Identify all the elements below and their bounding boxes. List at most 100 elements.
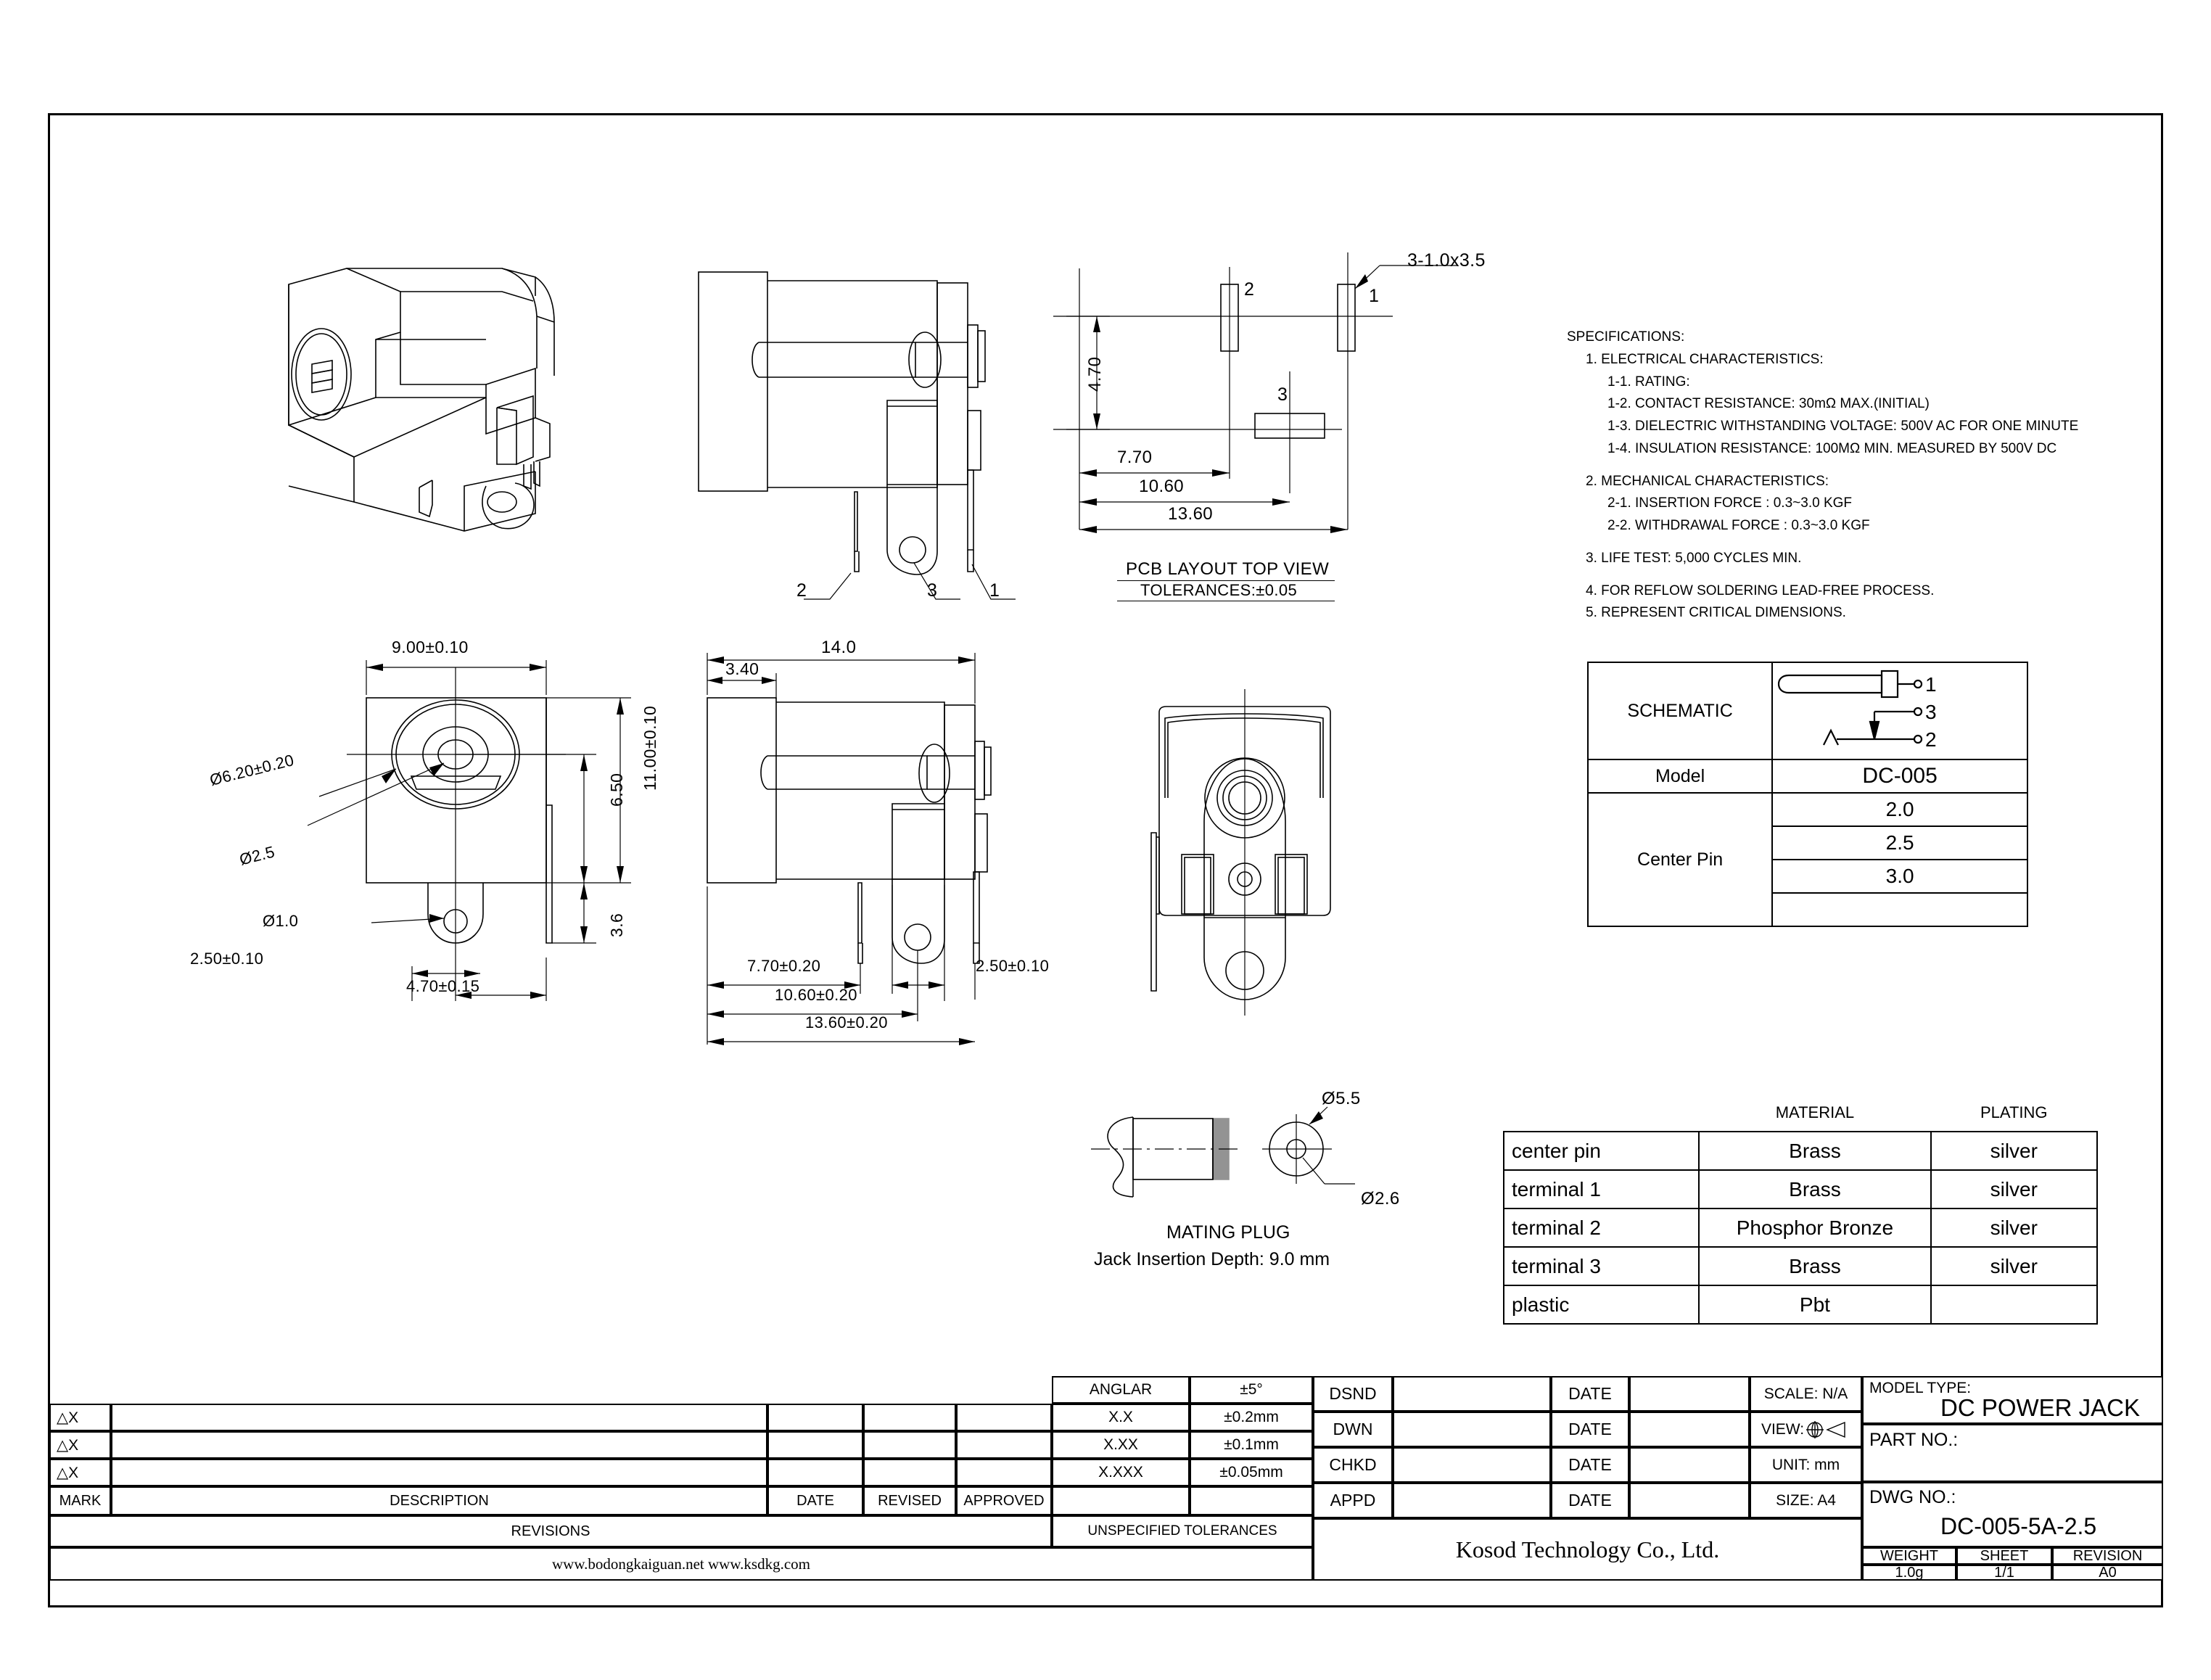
titleblock-datelabel-dwn: DATE [1551, 1412, 1629, 1447]
pcb-pad-3-label: 3 [1277, 384, 1288, 405]
websites-label: www.bodongkaiguan.net www.ksdkg.com [49, 1547, 1313, 1581]
spec-line-5: 2. MECHANICAL CHARACTERISTICS: [1586, 473, 1829, 489]
material-row-2-plating: silver [1930, 1208, 2099, 1248]
front-dim-mid: 6.50 [607, 773, 626, 807]
model-type-label-text: MODEL TYPE: [1869, 1380, 1972, 1396]
titleblock-info-size: SIZE: A4 [1750, 1483, 1862, 1518]
specifications-block: SPECIFICATIONS: 1. ELECTRICAL CHARACTERI… [1567, 326, 2191, 625]
dwg-no-label-text: DWG NO.: [1869, 1487, 1956, 1507]
pcb-pad-1-label: 1 [1369, 286, 1380, 306]
titleblock-name-chkd [1393, 1447, 1551, 1483]
side-dim-flange: 3.40 [725, 659, 759, 678]
front-dim-hole: Ø1.0 [263, 912, 299, 930]
schematic-model-value: DC-005 [1771, 759, 2028, 794]
revision-header-date: DATE [767, 1486, 863, 1515]
revision-row-2-date [767, 1459, 863, 1486]
front-dim-pin-pitch: 4.70±0.15 [406, 977, 480, 995]
center-pin-value-3 [1771, 892, 2028, 927]
revision-header-approved: APPROVED [956, 1486, 1052, 1515]
schematic-table: SCHEMATIC [1586, 662, 2028, 927]
pcb-dim-770: 7.70 [1117, 448, 1153, 467]
material-row-1-plating: silver [1930, 1169, 2099, 1209]
tolerance-row-2-value: ±0.1mm [1190, 1431, 1313, 1459]
pcb-pad-2-label: 2 [1244, 279, 1255, 300]
revision-row-2-description [111, 1459, 767, 1486]
titleblock-datelabel-chkd: DATE [1551, 1447, 1629, 1483]
first-angle-projection-icon [1806, 1420, 1845, 1438]
tolerance-row-0-value: ±5° [1190, 1376, 1313, 1404]
titleblock-datelabel-dsnd: DATE [1551, 1376, 1629, 1412]
material-table: MATERIAL PLATING center pin Brass silver… [1502, 1094, 2099, 1325]
isometric-view [288, 268, 555, 532]
spec-line-1: 1-1. RATING: [1607, 374, 1690, 390]
titleblock-info-unit: UNIT: mm [1750, 1447, 1862, 1483]
spec-line-4: 1-4. INSULATION RESISTANCE: 100MΩ MIN. M… [1607, 440, 2057, 456]
pcb-title-underline-1 [1117, 580, 1335, 581]
side-dim-770: 7.70±0.20 [747, 957, 821, 975]
revision-row-1-date [767, 1431, 863, 1459]
tolerance-row-2-label: X.XX [1052, 1431, 1190, 1459]
dwg-no-label: DWG NO.: [1862, 1482, 2163, 1547]
revision-label: REVISION [2052, 1547, 2163, 1565]
part-no-label-text: PART NO.: [1869, 1430, 1959, 1450]
weight-label: WEIGHT [1862, 1547, 1956, 1565]
schematic-diagram-cell: 1 3 2 [1771, 662, 2028, 760]
material-row-2-part: terminal 2 [1502, 1208, 1700, 1248]
tolerance-row-3-value: ±0.05mm [1190, 1459, 1313, 1486]
pcb-dim-1060: 10.60 [1139, 477, 1185, 496]
revision-row-1-description [111, 1431, 767, 1459]
top-view-terminal-1-label: 1 [989, 580, 1000, 601]
front-dim-pin-off: 2.50±0.10 [190, 950, 264, 968]
titleblock-role-chkd: CHKD [1313, 1447, 1393, 1483]
side-section-view [707, 653, 992, 1045]
revision-row-2-revised [863, 1459, 956, 1486]
side-dim-overall: 14.0 [821, 638, 857, 657]
revision-row-1-revised [863, 1431, 956, 1459]
side-dim-right: 2.50±0.10 [976, 957, 1050, 975]
center-pin-value-2: 3.0 [1771, 859, 2028, 894]
revision-header-mark: MARK [49, 1486, 111, 1515]
front-dim-lower: 3.6 [607, 913, 626, 937]
front-dim-width: 9.00±0.10 [392, 638, 469, 656]
titleblock-datevalue-appd [1629, 1483, 1750, 1518]
titleblock-datevalue-chkd [1629, 1447, 1750, 1483]
tolerance-row-0-label: ANGLAR [1052, 1376, 1190, 1404]
svg-text:2: 2 [1925, 728, 1937, 751]
titleblock-datevalue-dwn [1629, 1412, 1750, 1447]
weight-value: 1.0g [1862, 1565, 1956, 1581]
spec-line-0: 1. ELECTRICAL CHARACTERISTICS: [1586, 351, 1824, 367]
titleblock-name-dsnd [1393, 1376, 1551, 1412]
material-row-4-material: Pbt [1698, 1285, 1932, 1325]
material-row-3-plating: silver [1930, 1246, 2099, 1286]
tolerance-blank-right [1190, 1486, 1313, 1515]
pcb-layout-view [1053, 252, 1458, 533]
pcb-layout-tolerances: TOLERANCES:±0.05 [1140, 581, 1298, 599]
top-side-view [698, 271, 1016, 600]
material-row-2-material: Phosphor Bronze [1698, 1208, 1932, 1248]
spec-line-3: 1-3. DIELECTRIC WITHSTANDING VOLTAGE: 50… [1607, 419, 2079, 435]
pcb-dim-1360: 13.60 [1168, 504, 1214, 524]
material-row-0-plating: silver [1930, 1131, 2099, 1171]
top-view-terminal-2-label: 2 [796, 580, 807, 601]
revision-value: A0 [2052, 1565, 2163, 1581]
svg-text:1: 1 [1925, 673, 1937, 696]
pcb-callout-label: 3-1.0x3.5 [1407, 250, 1486, 271]
center-pin-value-0: 2.0 [1771, 792, 2028, 827]
material-row-1-material: Brass [1698, 1169, 1932, 1209]
view-label: VIEW: [1761, 1420, 1805, 1438]
table-row: terminal 3 Brass silver [1502, 1246, 2099, 1286]
revisions-label: REVISIONS [49, 1515, 1052, 1547]
svg-text:3: 3 [1925, 701, 1937, 723]
spec-line-2: 1-2. CONTACT RESISTANCE: 30mΩ MAX.(INITI… [1607, 396, 1930, 412]
table-row: terminal 2 Phosphor Bronze silver [1502, 1208, 2099, 1248]
pcb-dim-vertical-470: 4.70 [1085, 356, 1105, 392]
material-row-4-part: plastic [1502, 1285, 1700, 1325]
material-header-material: MATERIAL [1699, 1094, 1931, 1132]
revision-row-0-mark: △X [49, 1404, 111, 1431]
spec-line-7: 2-2. WITHDRAWAL FORCE : 0.3~3.0 KGF [1607, 518, 1870, 534]
front-dim-height: 11.00±0.10 [641, 705, 659, 791]
titleblock-role-dwn: DWN [1313, 1412, 1393, 1447]
revision-tolerance-block: △X △X △X MARK DESCRIPTION DATE REVISED A… [49, 1376, 1313, 1581]
top-view-terminal-3-label: 3 [927, 580, 938, 601]
side-dim-1060: 10.60±0.20 [775, 986, 857, 1004]
